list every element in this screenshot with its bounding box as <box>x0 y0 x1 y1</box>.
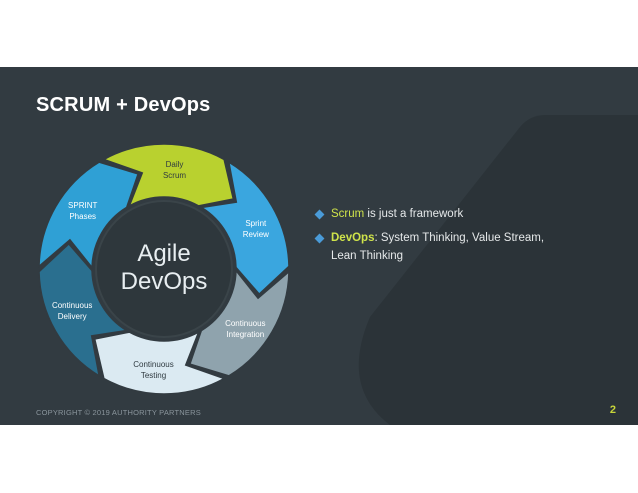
cycle-segment-label: Review <box>243 230 269 239</box>
cycle-segment <box>38 242 129 378</box>
cycle-segment-label: Testing <box>141 371 166 380</box>
cycle-segment-label: Delivery <box>58 312 87 321</box>
agile-devops-cycle: DailyScrumSprintReviewContinuousIntegrat… <box>38 143 290 395</box>
cycle-center-line2: DevOps <box>121 268 208 295</box>
cycle-segment-label: Phases <box>69 212 96 221</box>
cycle-segment-label: Integration <box>226 330 264 339</box>
cycle-segment-label: Continuous <box>225 319 265 328</box>
cycle-segment-label: SPRINT <box>68 201 97 210</box>
cycle-segment <box>102 143 235 208</box>
diamond-bullet-icon <box>314 209 325 220</box>
bullet-list: Scrum is just a framework DevOps: System… <box>314 205 614 271</box>
bullet-text: is just a framework <box>364 208 464 220</box>
cycle-segment <box>199 160 290 296</box>
bullet-item-devops: DevOps: System Thinking, Value Stream, L… <box>314 229 614 265</box>
page-number: 2 <box>609 404 616 416</box>
cycle-center <box>95 200 233 338</box>
cycle-segment <box>93 330 226 395</box>
copyright-footer: COPYRIGHT © 2019 AUTHORITY PARTNERS <box>36 408 201 417</box>
cycle-segment-label: Daily <box>166 160 184 169</box>
background-shape <box>358 115 638 425</box>
bullet-text: System Thinking, Value Stream, <box>377 232 545 244</box>
cycle-segment <box>188 268 290 377</box>
bullet-highlight: DevOps <box>331 232 375 244</box>
cycle-segment-label: Sprint <box>245 219 267 228</box>
cycle-segment-label: Scrum <box>163 171 186 180</box>
slide-title: SCRUM + DevOps <box>36 94 211 116</box>
cycle-center-line1: Agile <box>137 240 190 267</box>
bullet-item-scrum: Scrum is just a framework <box>314 205 614 223</box>
bullet-text-continued: Lean Thinking <box>331 250 404 262</box>
cycle-segment-label: Continuous <box>133 360 173 369</box>
bullet-highlight: Scrum <box>331 208 365 220</box>
bullet-separator: : <box>374 232 378 244</box>
diamond-bullet-icon <box>314 233 325 244</box>
cycle-segment-label: Continuous <box>52 301 92 310</box>
cycle-segment <box>38 161 140 270</box>
